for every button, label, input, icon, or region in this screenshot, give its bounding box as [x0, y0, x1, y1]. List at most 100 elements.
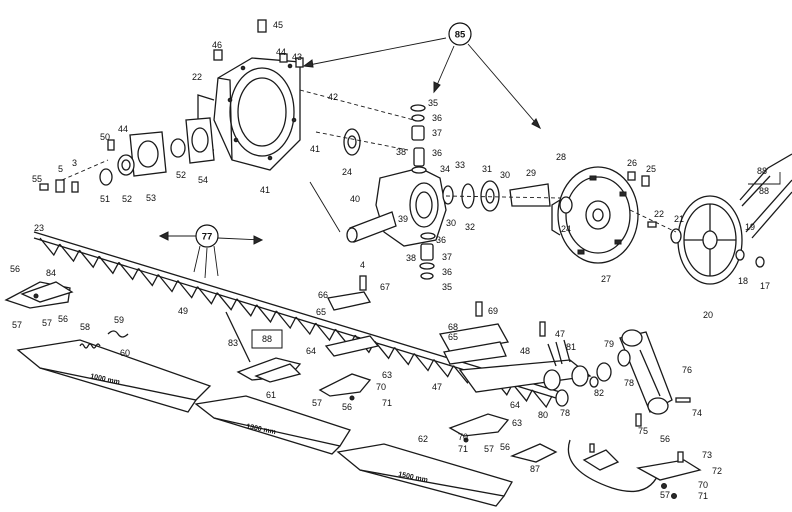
callout-57: 57	[12, 320, 22, 330]
callout-42: 42	[328, 92, 338, 102]
callout-51: 51	[100, 194, 110, 204]
callout-49: 49	[178, 306, 188, 316]
callout-79: 79	[604, 339, 614, 349]
callout-70: 70	[698, 480, 708, 490]
callout-34: 34	[440, 164, 450, 174]
left-bearings	[99, 138, 186, 186]
callout-60: 60	[120, 348, 130, 358]
circled-callout-77: 77	[195, 224, 219, 248]
right-gear-housing	[551, 166, 639, 264]
callout-68: 68	[448, 322, 458, 332]
callout-57: 57	[42, 318, 52, 328]
callout-26: 26	[627, 158, 637, 168]
callout-57: 57	[312, 398, 322, 408]
callout-64: 64	[510, 400, 520, 410]
boxed-88b-label: 88	[759, 186, 769, 196]
circled-85-label: 85	[455, 30, 466, 41]
callout-29: 29	[526, 168, 536, 178]
callout-40: 40	[350, 194, 360, 204]
callout-83: 83	[228, 338, 238, 348]
gearbox-housing	[197, 57, 301, 171]
callout-4: 4	[360, 260, 365, 270]
bolts-right	[627, 171, 657, 228]
callout-74: 74	[692, 408, 702, 418]
callout-44: 44	[276, 47, 286, 57]
callout-62: 62	[418, 434, 428, 444]
callout-36: 36	[436, 235, 446, 245]
callout-52: 52	[176, 170, 186, 180]
callout-59: 59	[114, 315, 124, 325]
callout-65: 65	[316, 307, 326, 317]
boxed-callout-88-right: 88	[748, 172, 781, 196]
circled-callout-85: 85	[448, 22, 472, 46]
callout-36: 36	[432, 113, 442, 123]
callout-19: 19	[745, 222, 755, 232]
guard-mid	[236, 357, 558, 463]
callout-37: 37	[442, 252, 452, 262]
callout-66: 66	[318, 290, 328, 300]
callout-44: 44	[118, 124, 128, 134]
callout-38: 38	[406, 253, 416, 263]
callout-69: 69	[488, 306, 498, 316]
callout-57: 57	[660, 490, 670, 500]
callout-54: 54	[198, 175, 208, 185]
callout-35: 35	[442, 282, 452, 292]
callout-80: 80	[538, 410, 548, 420]
callout-22: 22	[654, 209, 664, 219]
guard-detail	[567, 439, 702, 499]
knife-head	[458, 339, 592, 393]
callout-23: 23	[34, 223, 44, 233]
callout-46: 46	[212, 40, 222, 50]
callout-33: 33	[455, 160, 465, 170]
callout-78: 78	[624, 378, 634, 388]
callout-36: 36	[432, 148, 442, 158]
callout-28: 28	[556, 152, 566, 162]
callout-20: 20	[703, 310, 713, 320]
gasket-plate	[185, 117, 215, 164]
callout-53: 53	[146, 193, 156, 203]
skid-plate-62	[336, 443, 513, 507]
callout-45: 45	[273, 20, 283, 30]
callout-25: 25	[646, 164, 656, 174]
callout-50: 50	[100, 132, 110, 142]
callout-24: 24	[342, 167, 352, 177]
callout-67: 67	[380, 282, 390, 292]
callout-43: 43	[292, 52, 302, 62]
bolts-left	[39, 19, 304, 193]
boxed-callout-88: 88	[251, 329, 283, 349]
callout-73: 73	[702, 450, 712, 460]
callout-17: 17	[760, 281, 770, 291]
callout-57: 57	[484, 444, 494, 454]
callout-56: 56	[500, 442, 510, 452]
callout-38: 38	[396, 147, 406, 157]
callout-71: 71	[698, 491, 708, 501]
callout-22: 22	[192, 72, 202, 82]
callout-56: 56	[660, 434, 670, 444]
callout-56: 56	[342, 402, 352, 412]
callout-76: 76	[682, 365, 692, 375]
callout-63: 63	[512, 418, 522, 428]
callout-61: 61	[266, 390, 276, 400]
skid-plate-61	[194, 395, 351, 455]
circled-77-label: 77	[202, 232, 213, 243]
callout-78: 78	[560, 408, 570, 418]
callout-72: 72	[712, 466, 722, 476]
callout-71: 71	[382, 398, 392, 408]
callout-32: 32	[465, 222, 475, 232]
callout-71: 71	[458, 444, 468, 454]
callout-52: 52	[122, 194, 132, 204]
drive-shaft-right	[739, 153, 792, 239]
skid-plate-60	[16, 339, 212, 413]
vertical-shaft-lower	[419, 232, 436, 280]
callout-39: 39	[398, 214, 408, 224]
callout-41: 41	[260, 185, 270, 195]
callout-55: 55	[32, 174, 42, 184]
gear-train	[442, 180, 551, 212]
bearing-flange	[129, 131, 167, 177]
callout-labels: 45 46 44 43 22 42 35 36 37 50 44 41 38 3…	[10, 20, 770, 501]
callout-56: 56	[10, 264, 20, 274]
callout-18: 18	[738, 276, 748, 286]
callout-30: 30	[500, 170, 510, 180]
pitman-arm	[619, 329, 673, 415]
callout-75: 75	[638, 426, 648, 436]
